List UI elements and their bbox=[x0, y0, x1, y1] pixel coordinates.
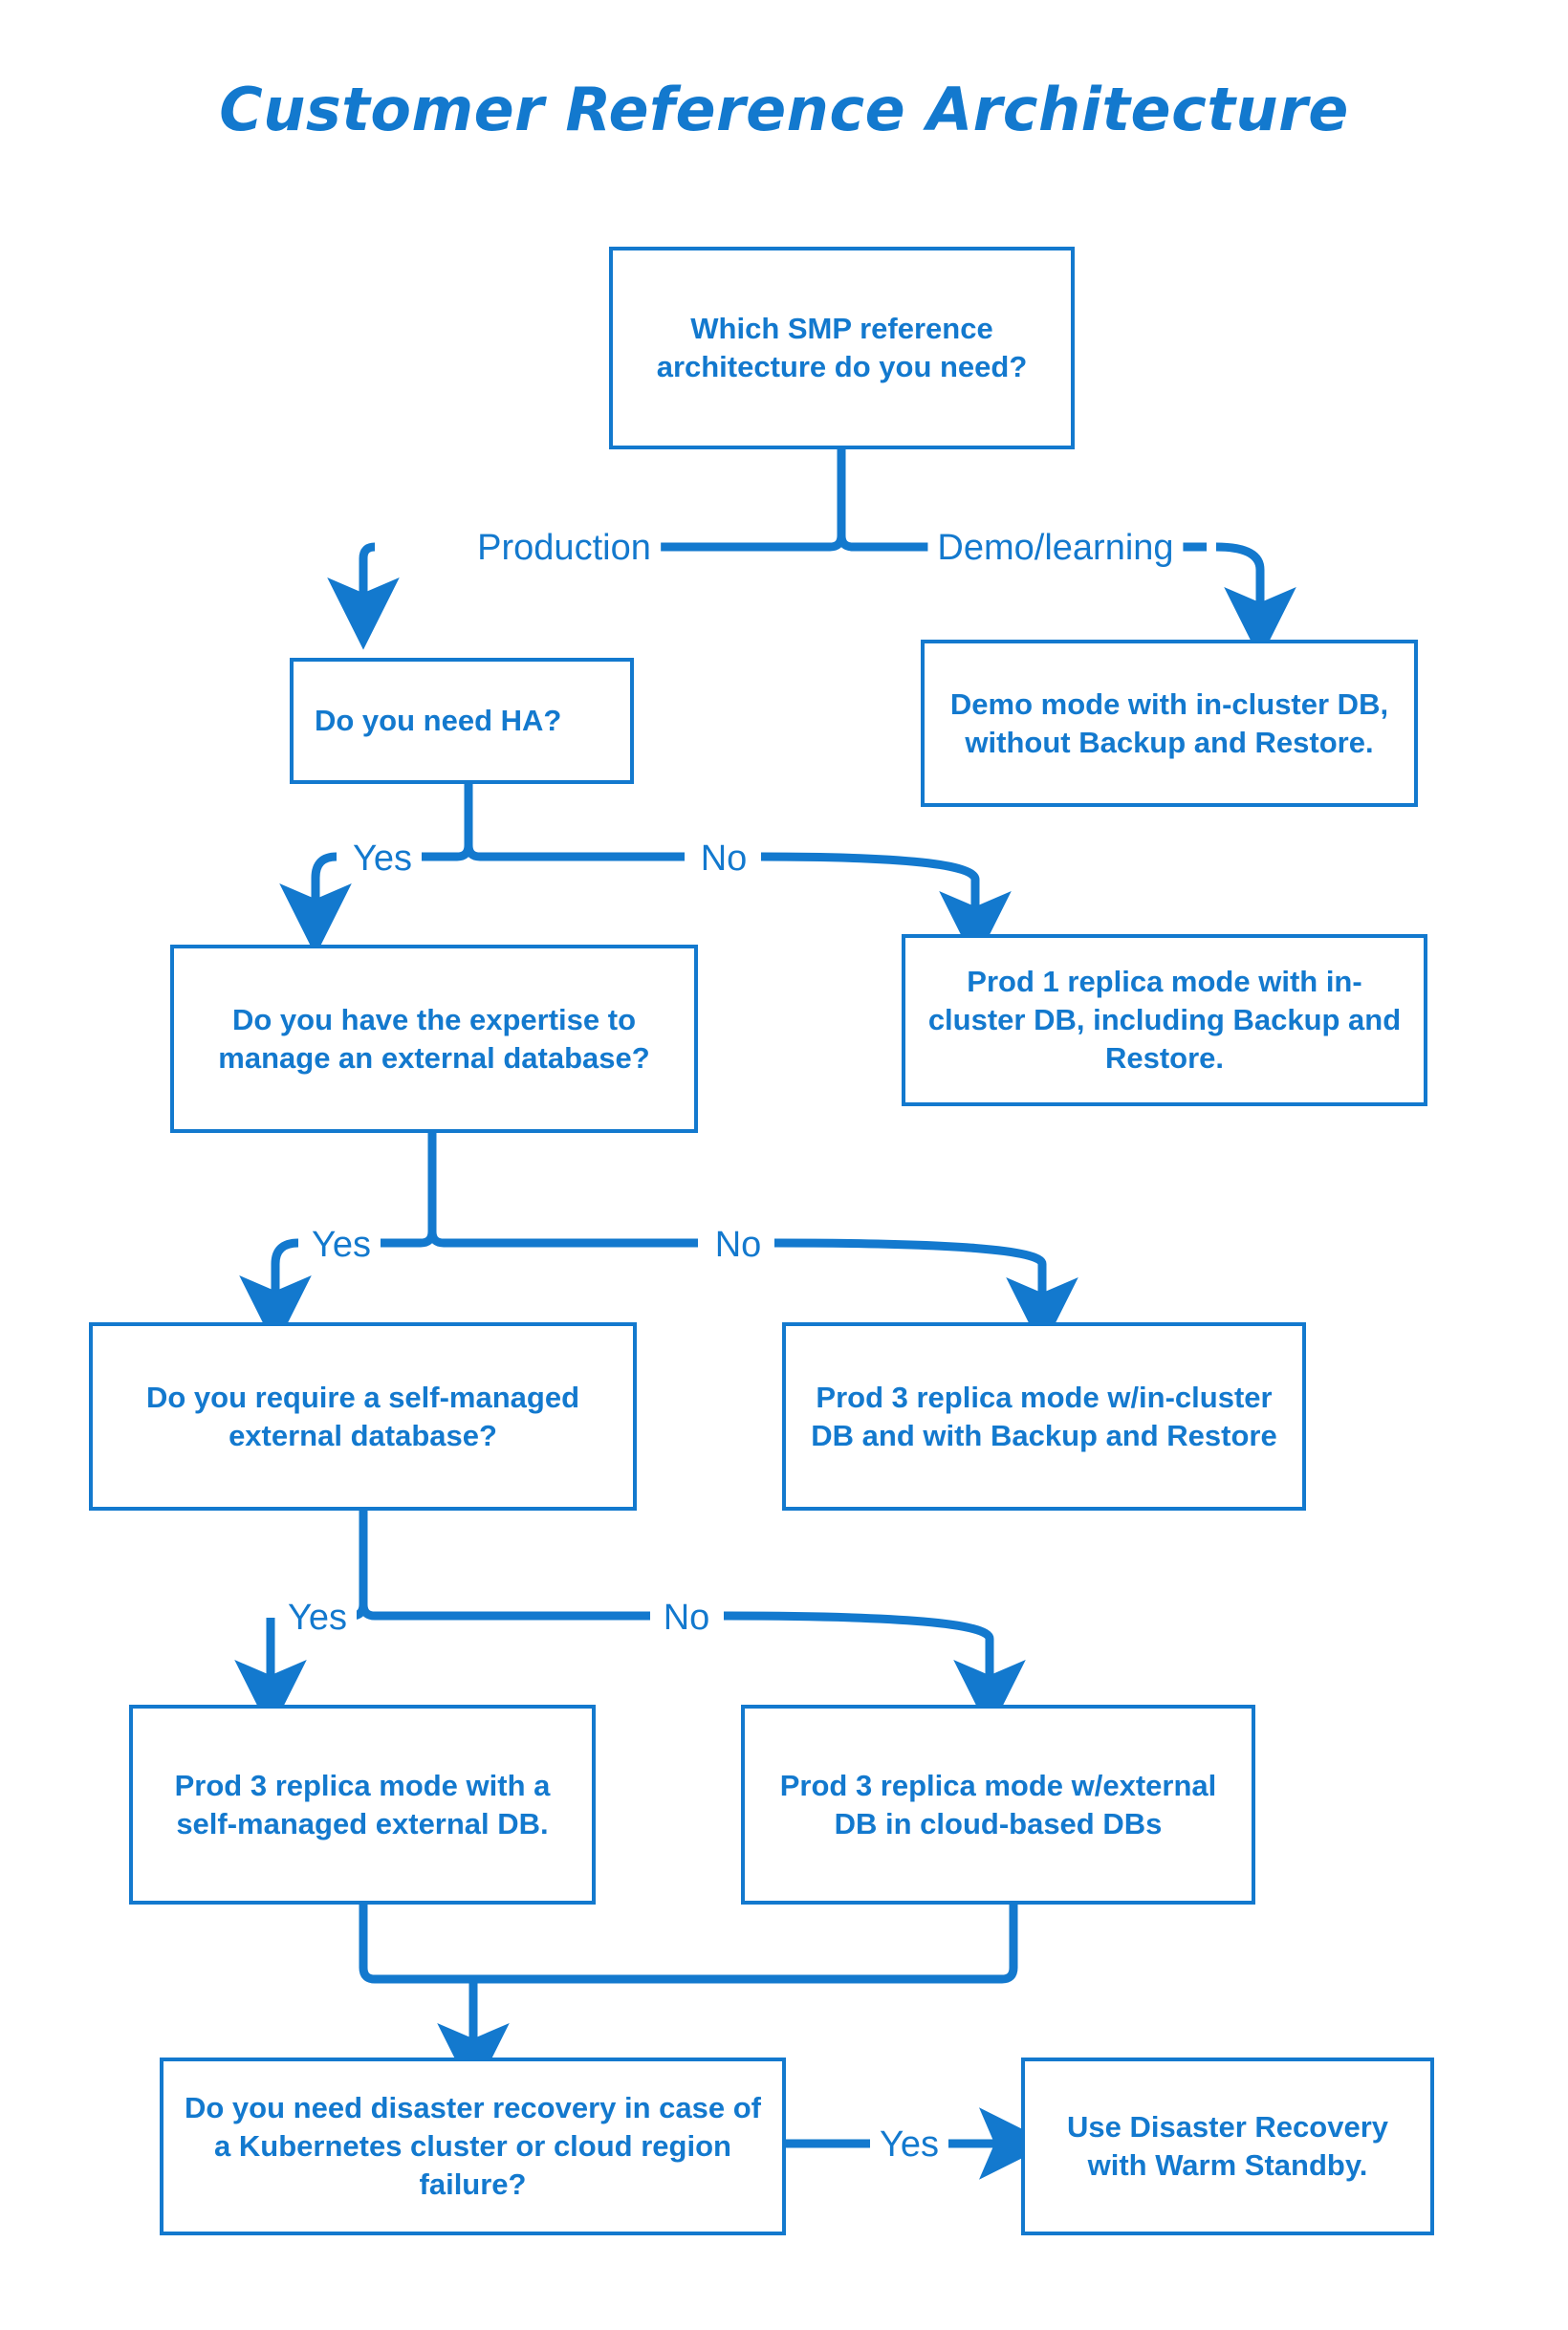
edge-label-ha-yes: Yes bbox=[343, 840, 422, 877]
wire-ha-no-down bbox=[760, 852, 1012, 964]
node-dr-result[interactable]: Use Disaster Recovery with Warm Standby. bbox=[1021, 2058, 1434, 2235]
edge-label-dr-yes: Yes bbox=[870, 2126, 948, 2163]
node-ha-question[interactable]: Do you need HA? bbox=[290, 658, 634, 784]
edge-label-expertise-no: No bbox=[705, 1227, 772, 1263]
node-expertise-question[interactable]: Do you have the expertise to manage an e… bbox=[170, 945, 698, 1133]
edge-label-selfmanaged-no: No bbox=[653, 1600, 720, 1636]
wire-selfmanaged-to-no bbox=[359, 1603, 650, 1621]
wire-selfmanaged-result-merge bbox=[359, 1905, 473, 1984]
edge-label-demo-learning: Demo/learning bbox=[927, 530, 1184, 566]
node-prod3-incluster-result[interactable]: Prod 3 replica mode w/in-cluster DB and … bbox=[782, 1322, 1306, 1511]
wire-ha-yes-down bbox=[279, 852, 352, 956]
page-title: Customer Reference Architecture bbox=[219, 75, 1349, 144]
node-prod3-cloud-result[interactable]: Prod 3 replica mode w/external DB in clo… bbox=[741, 1705, 1255, 1905]
wire-expertise-no-down bbox=[773, 1238, 1078, 1350]
wire-demo-down bbox=[1215, 542, 1296, 660]
edge-label-ha-no: No bbox=[690, 840, 757, 877]
edge-label-selfmanaged-yes: Yes bbox=[278, 1600, 357, 1636]
wire-ha-to-no bbox=[464, 844, 685, 861]
wire-expertise-yes-down bbox=[239, 1238, 312, 1348]
wire-cloud-result-merge bbox=[473, 1905, 1018, 1984]
wire-expertise-to-no bbox=[427, 1230, 698, 1248]
edge-label-expertise-yes: Yes bbox=[302, 1227, 381, 1263]
node-selfmanaged-question[interactable]: Do you require a self-managed external d… bbox=[89, 1322, 637, 1511]
node-root-question[interactable]: Which SMP reference architecture do you … bbox=[609, 247, 1075, 449]
node-demo-result[interactable]: Demo mode with in-cluster DB, without Ba… bbox=[921, 640, 1418, 807]
wire-selfmanaged-no-down bbox=[723, 1611, 1026, 1732]
node-prod1-result[interactable]: Prod 1 replica mode with in-cluster DB, … bbox=[902, 934, 1427, 1106]
edge-label-production: Production bbox=[468, 530, 661, 566]
wire-production-down bbox=[327, 542, 400, 650]
node-prod3-selfmanaged-result[interactable]: Prod 3 replica mode with a self-managed … bbox=[129, 1705, 596, 1905]
node-dr-question[interactable]: Do you need disaster recovery in case of… bbox=[160, 2058, 786, 2235]
